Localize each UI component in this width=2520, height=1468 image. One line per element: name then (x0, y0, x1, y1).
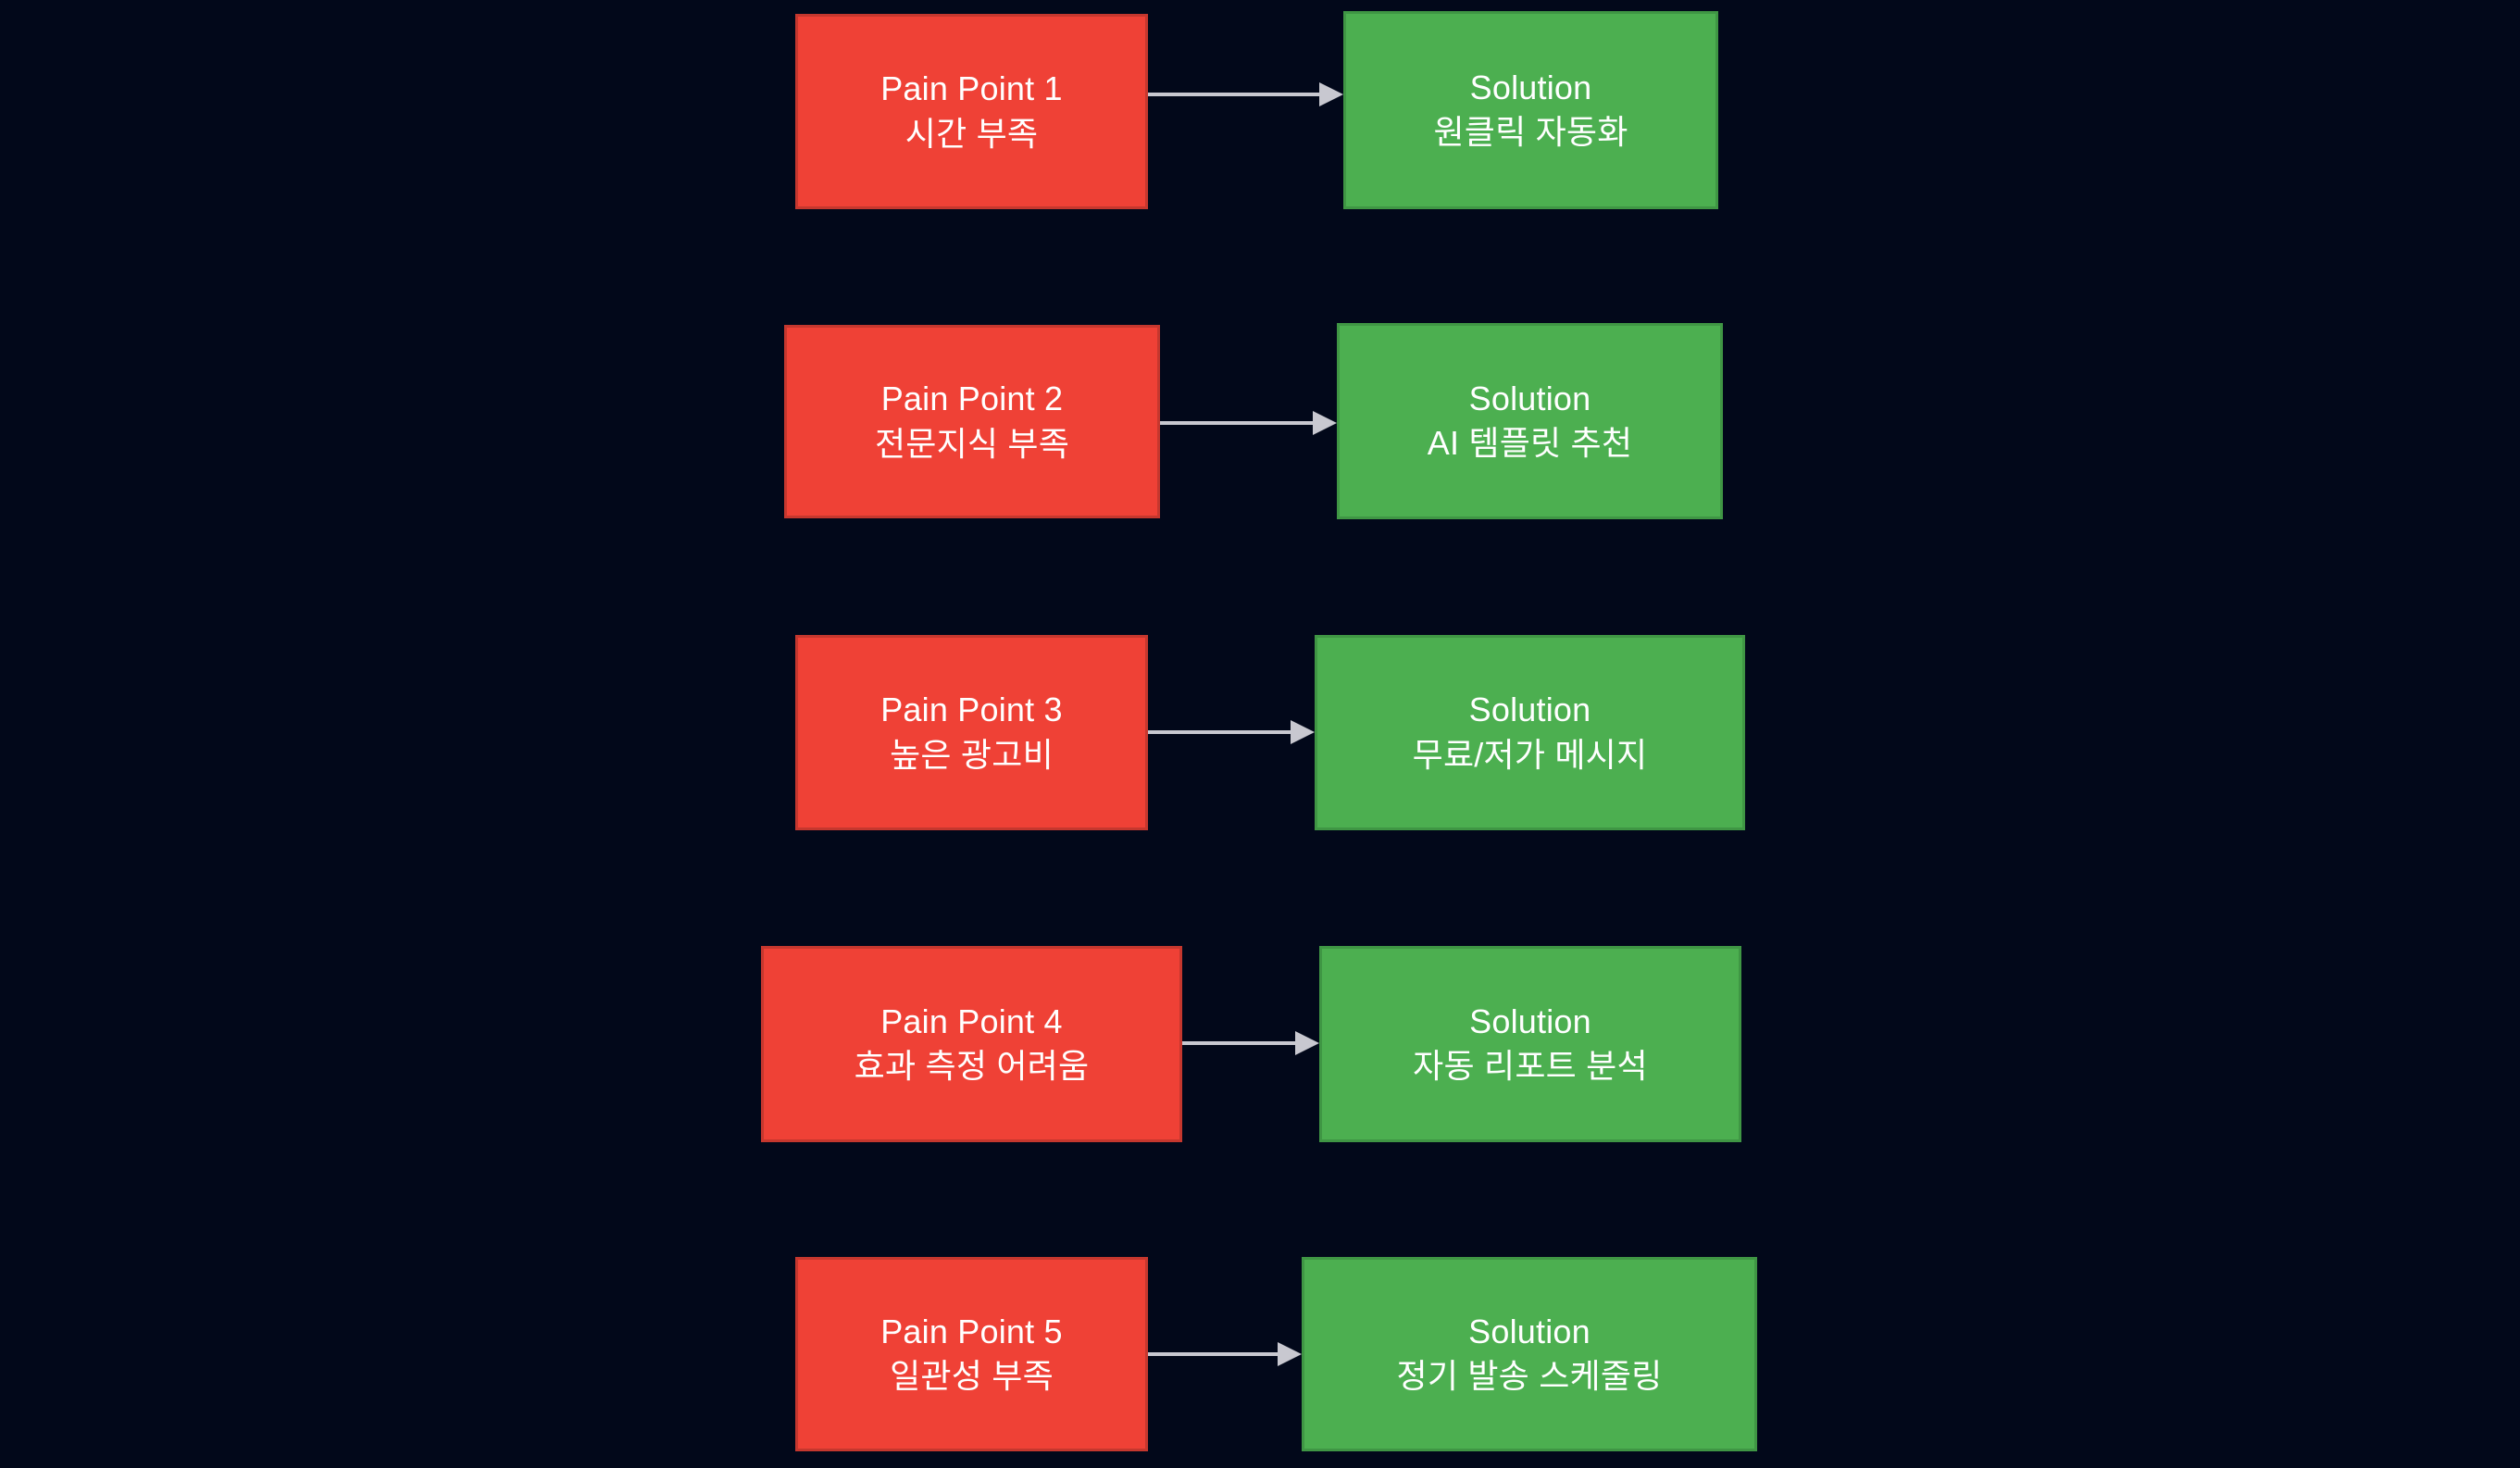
pain-point-title-2: Pain Point 2 (880, 379, 1064, 418)
pain-point-subtitle-3: 높은 광고비 (890, 735, 1054, 774)
pain-point-node-4[interactable]: Pain Point 4 효과 측정 어려움 (761, 946, 1182, 1142)
pain-point-node-2[interactable]: Pain Point 2 전문지식 부족 (784, 325, 1160, 518)
pain-point-title-1: Pain Point 1 (880, 69, 1063, 108)
solution-title-3: Solution (1468, 690, 1591, 729)
solution-node-5[interactable]: Solution 정기 발송 스케줄링 (1302, 1257, 1757, 1451)
solution-node-2[interactable]: Solution AI 템플릿 추천 (1337, 323, 1723, 519)
pain-point-subtitle-1: 시간 부족 (904, 114, 1039, 153)
solution-title-2: Solution (1468, 379, 1591, 417)
solution-subtitle-5: 정기 발송 스케줄링 (1396, 1357, 1663, 1395)
pain-point-subtitle-5: 일관성 부족 (890, 1357, 1054, 1395)
arrow-pain-to-solution-4 (1182, 1025, 1319, 1062)
pain-point-title-3: Pain Point 3 (880, 690, 1063, 729)
solution-subtitle-2: AI 템플릿 추천 (1427, 424, 1633, 462)
pain-point-node-5[interactable]: Pain Point 5 일관성 부족 (795, 1257, 1148, 1451)
pain-point-subtitle-2: 전문지식 부족 (874, 424, 1070, 463)
solution-title-1: Solution (1469, 68, 1592, 106)
solution-subtitle-4: 자동 리포트 분석 (1413, 1047, 1648, 1085)
solution-title-5: Solution (1468, 1312, 1591, 1350)
arrow-pain-to-solution-3 (1148, 714, 1315, 751)
pain-point-node-1[interactable]: Pain Point 1 시간 부족 (795, 14, 1148, 209)
solution-subtitle-1: 원클릭 자동화 (1433, 113, 1628, 151)
pain-point-subtitle-4: 효과 측정 어려움 (854, 1047, 1090, 1085)
solution-title-4: Solution (1469, 1001, 1591, 1040)
arrow-pain-to-solution-1 (1148, 76, 1343, 113)
pain-point-title-4: Pain Point 4 (880, 1001, 1063, 1040)
arrow-pain-to-solution-5 (1148, 1336, 1302, 1373)
solution-node-4[interactable]: Solution 자동 리포트 분석 (1319, 946, 1741, 1142)
pain-point-node-3[interactable]: Pain Point 3 높은 광고비 (795, 635, 1148, 830)
solution-node-3[interactable]: Solution 무료/저가 메시지 (1315, 635, 1745, 830)
solution-subtitle-3: 무료/저가 메시지 (1412, 735, 1648, 774)
arrow-pain-to-solution-2 (1160, 404, 1337, 442)
pain-point-title-5: Pain Point 5 (880, 1312, 1063, 1350)
solution-node-1[interactable]: Solution 원클릭 자동화 (1343, 11, 1718, 209)
